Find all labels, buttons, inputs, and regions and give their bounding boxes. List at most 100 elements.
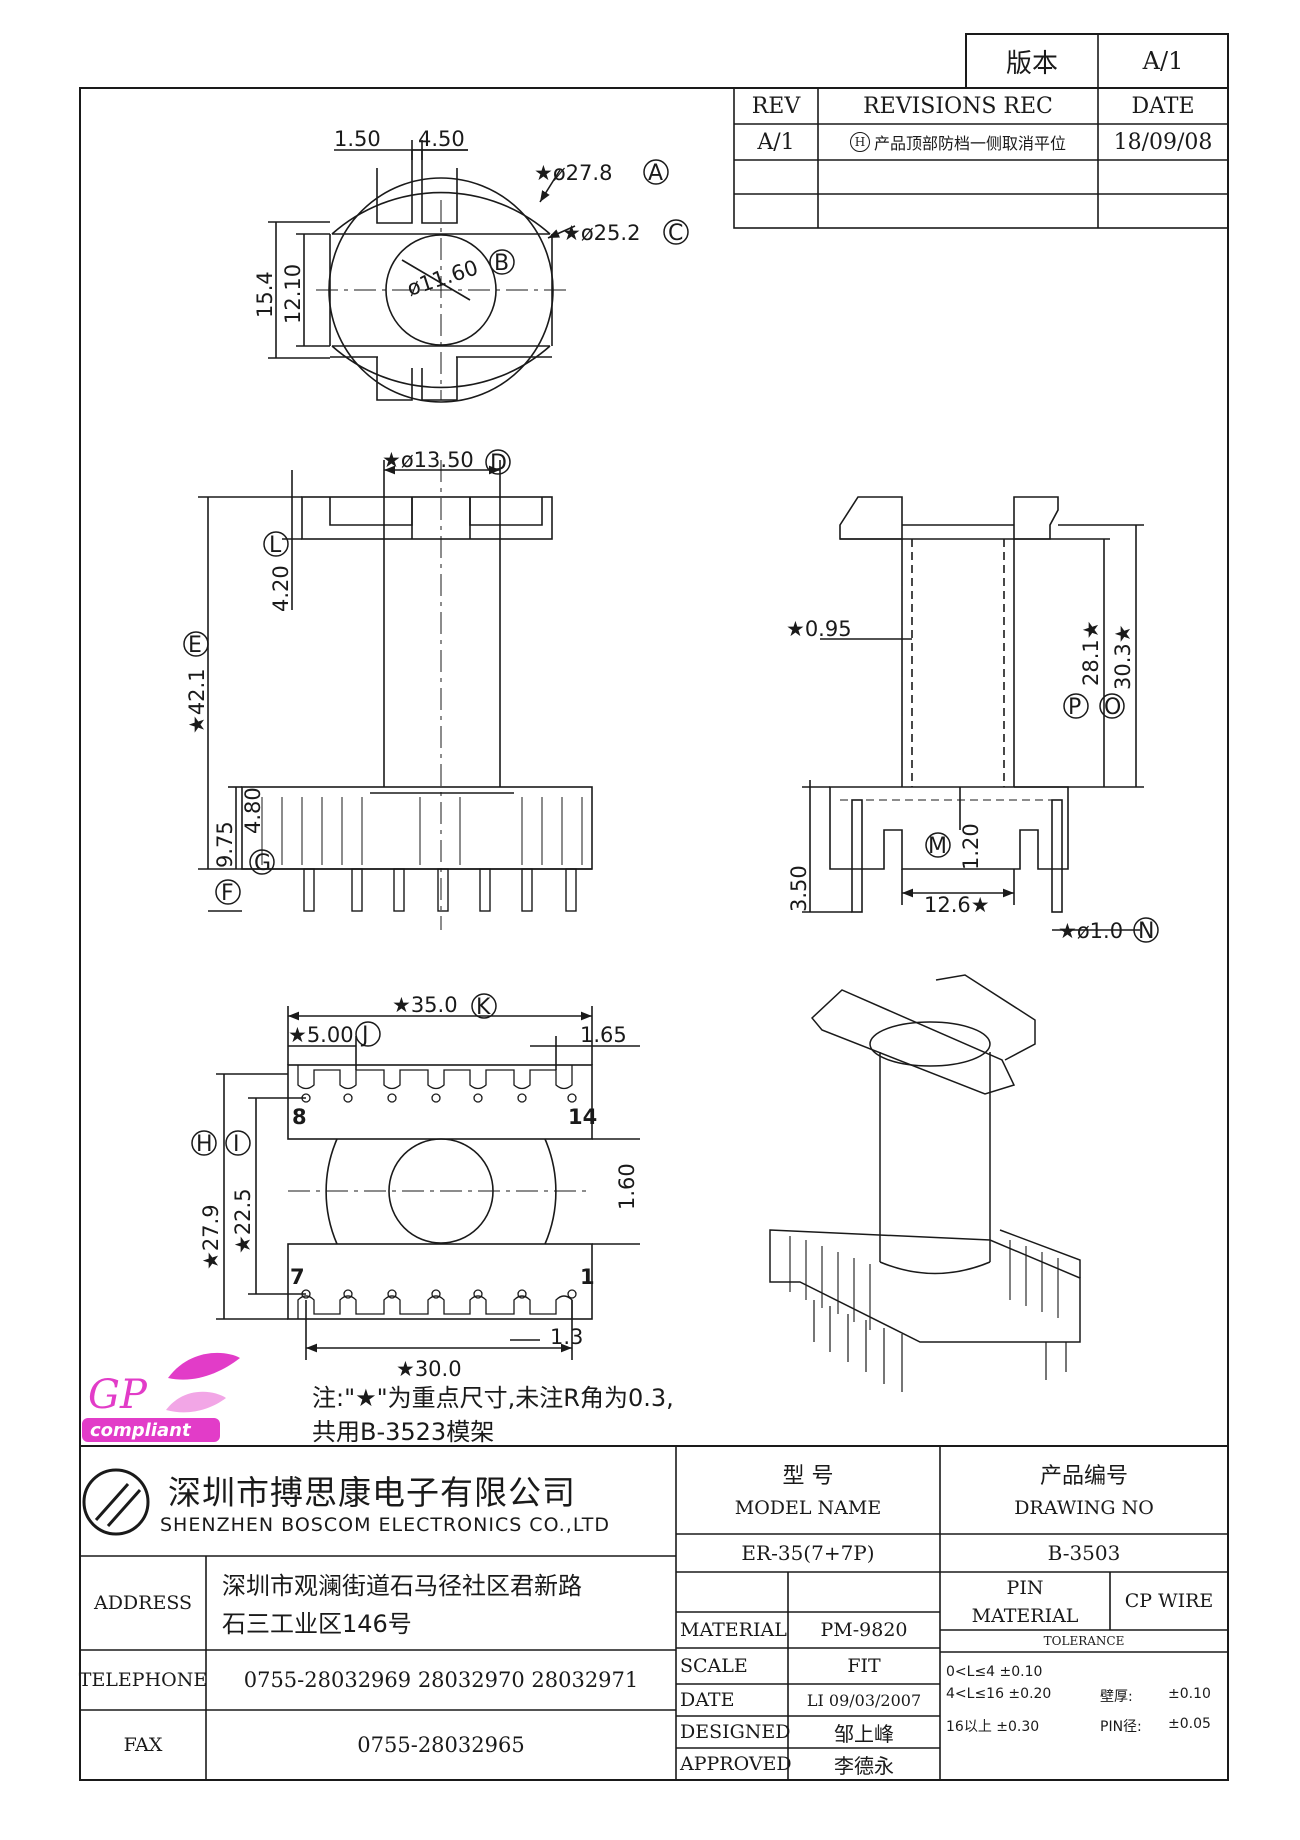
dim-dia-11-60: ø11.60	[404, 255, 481, 300]
rev-row-1-text: H 产品顶部防档一侧取消平位	[818, 124, 1098, 160]
marker-e: E	[188, 633, 202, 658]
dim-30-0: ★30.0	[396, 1357, 462, 1381]
note-line-2: 共用B-3523模架	[312, 1418, 495, 1446]
marker-k: K	[476, 995, 491, 1020]
title-block-grid	[80, 1445, 1228, 1780]
telephone-label: TELEPHONE	[78, 1669, 208, 1691]
wall-thickness-value: ±0.10	[1168, 1686, 1211, 1702]
note-line-1: 注:"★"为重点尺寸,未注R角为0.3,	[312, 1384, 674, 1412]
date-label: DATE	[680, 1689, 735, 1711]
dim-4-80: 4.80	[241, 787, 265, 834]
tolerance-row-2: 4<L≤16 ±0.20	[946, 1686, 1052, 1702]
dim-4-20: 4.20	[269, 565, 293, 612]
dim-1-65: 1.65	[580, 1023, 627, 1047]
company-name-cn: 深圳市搏思康电子有限公司	[168, 1473, 576, 1512]
pin-label-8: 8	[292, 1105, 307, 1129]
marker-h: H	[196, 1132, 213, 1157]
isometric-view	[769, 974, 1081, 1392]
material-value: PM-9820	[820, 1619, 908, 1641]
tolerance-label: TOLERANCE	[1043, 1634, 1125, 1648]
designed-value: 邹上峰	[834, 1721, 894, 1746]
rev-row-1-description: 产品顶部防档一侧取消平位	[873, 134, 1066, 153]
dim-15-4: 15.4	[253, 271, 277, 318]
marker-j: J	[360, 1023, 369, 1048]
revisions-rec-header: REVISIONS REC	[863, 93, 1053, 119]
side-view	[802, 496, 1144, 931]
dim-12-10: 12.10	[281, 264, 305, 324]
fax-value: 0755-28032965	[357, 1733, 525, 1757]
compliant-text: compliant	[90, 1420, 192, 1441]
dim-0-95: ★0.95	[786, 617, 852, 641]
dim-dia-25-2: ★ø25.2	[562, 221, 640, 245]
drawing-label-cn: 产品编号	[1039, 1464, 1128, 1489]
dim-dia-1-0: ★ø1.0	[1058, 919, 1123, 943]
dim-dia-13-50: ★ø13.50	[382, 448, 474, 472]
leaf-icon	[168, 1352, 240, 1380]
pin-material-label-2: MATERIAL	[971, 1605, 1079, 1627]
marker-i: I	[233, 1132, 240, 1157]
company-name-en: SHENZHEN BOSCOM ELECTRONICS CO.,LTD	[160, 1514, 611, 1536]
dim-30-3: 30.3★	[1111, 624, 1135, 690]
model-label-en: MODEL NAME	[734, 1497, 882, 1519]
rev-mark-h: H	[849, 132, 870, 152]
drawing-value: B-3503	[1047, 1541, 1121, 1565]
dim-5-00: ★5.00	[288, 1023, 354, 1047]
wall-thickness-label: 壁厚:	[1100, 1689, 1133, 1705]
revision-table-grid	[733, 33, 1229, 229]
address-line-1: 深圳市观澜街道石马径社区君新路	[222, 1572, 582, 1600]
tolerance-row-1: 0<L≤4 ±0.10	[946, 1664, 1043, 1680]
marker-b: B	[494, 251, 509, 276]
drawing-label-en: DRAWING NO	[1014, 1497, 1154, 1519]
rev-row-1-date: 18/09/08	[1113, 129, 1213, 155]
pin-material-value: CP WIRE	[1124, 1590, 1214, 1612]
dim-dia-27-8: ★ø27.8	[534, 161, 612, 185]
version-value: A/1	[1142, 47, 1184, 75]
dim-1-3: 1.3	[550, 1325, 583, 1349]
dim-22-5: ★22.5	[231, 1188, 255, 1254]
top-view	[268, 140, 576, 403]
dim-27-9: ★27.9	[199, 1204, 223, 1270]
marker-c: C	[668, 221, 683, 246]
date-value: LI 09/03/2007	[806, 1690, 922, 1710]
rev-header: REV	[751, 93, 801, 119]
marker-m: M	[928, 834, 947, 859]
scale-label: SCALE	[680, 1655, 748, 1677]
dim-9-75: 9.75	[213, 821, 237, 868]
marker-f: F	[221, 881, 234, 906]
dim-1-50: 1.50	[334, 127, 381, 151]
dim-35-0: ★35.0	[392, 993, 458, 1017]
date-header: DATE	[1131, 93, 1195, 119]
model-value: ER-35(7+7P)	[741, 1541, 875, 1565]
marker-p: P	[1068, 695, 1081, 720]
pin-label-1: 1	[580, 1265, 595, 1289]
telephone-value: 0755-28032969 28032970 28032971	[243, 1668, 639, 1692]
dim-4-50: 4.50	[418, 127, 465, 151]
version-label: 版本	[1005, 48, 1058, 79]
pin-material-label-1: PIN	[1006, 1577, 1044, 1599]
scale-value: FIT	[847, 1655, 881, 1677]
dim-1-20: 1.20	[959, 823, 983, 870]
fax-label: FAX	[123, 1734, 163, 1756]
designed-label: DESIGNED	[680, 1721, 791, 1743]
dim-42-1: ★42.1	[185, 668, 209, 734]
pin-diameter-label: PIN径:	[1100, 1719, 1142, 1735]
address-label: ADDRESS	[93, 1592, 193, 1614]
approved-label: APPROVED	[680, 1753, 792, 1775]
pin-label-14: 14	[568, 1105, 597, 1129]
gp-compliant-logo: GP compliant	[82, 1352, 240, 1442]
marker-g: G	[254, 851, 271, 876]
dim-12-6: 12.6★	[924, 893, 990, 917]
marker-a: A	[648, 161, 663, 186]
dim-3-50: 3.50	[787, 865, 811, 912]
gp-logo-text: GP	[88, 1372, 148, 1418]
address-line-2: 石三工业区146号	[222, 1610, 412, 1638]
dim-28-1: 28.1★	[1079, 620, 1103, 686]
bottom-view	[216, 1006, 640, 1360]
marker-o: O	[1104, 695, 1121, 720]
pin-label-7: 7	[290, 1265, 305, 1289]
approved-value: 李德永	[834, 1753, 894, 1778]
model-label-cn: 型 号	[782, 1464, 834, 1489]
dim-1-60: 1.60	[615, 1163, 639, 1210]
marker-d: D	[490, 451, 507, 476]
